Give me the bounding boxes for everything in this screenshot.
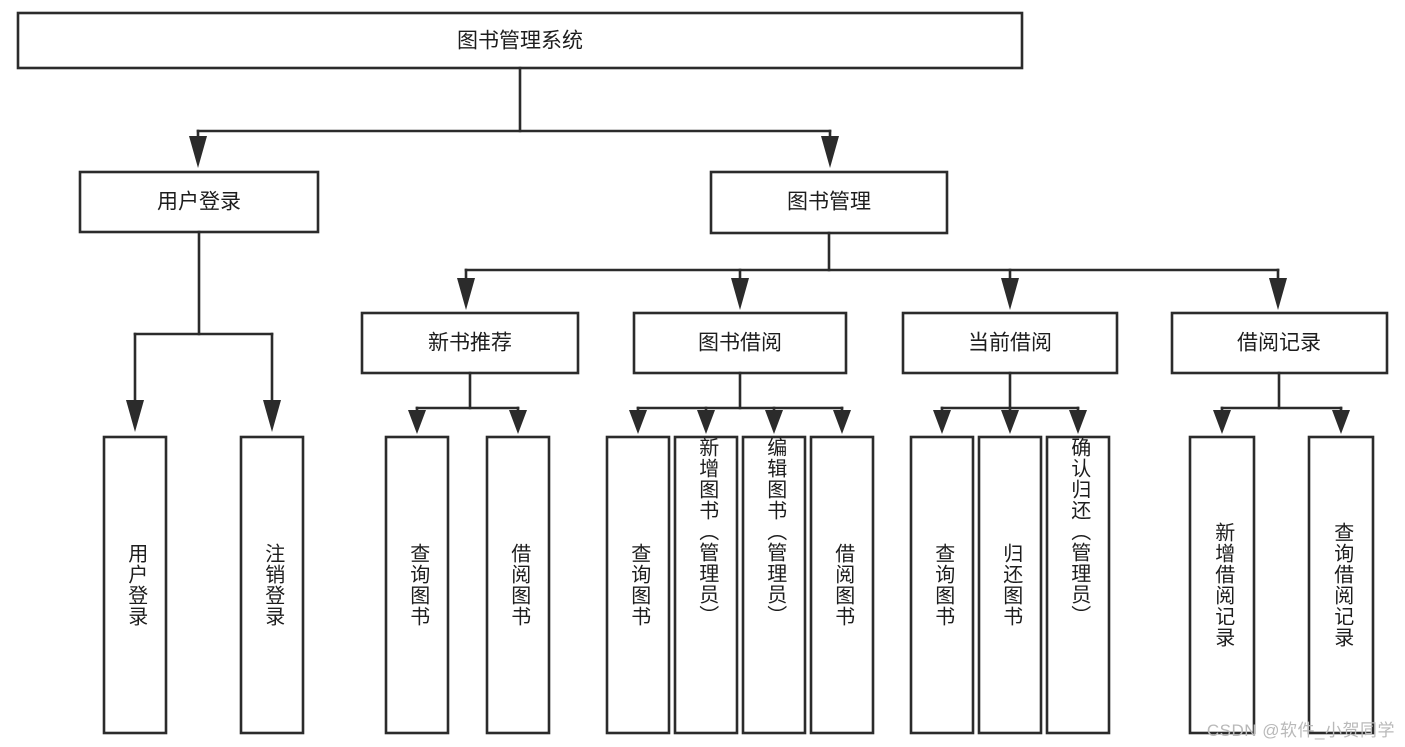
arrowhead-current-leaf-2 xyxy=(1001,410,1019,434)
arrowhead-to-record xyxy=(1269,278,1287,310)
node-root[interactable]: 图书管理系统 xyxy=(16,11,1024,70)
node-root-box[interactable] xyxy=(16,11,1024,70)
arrowhead-recommend-leaf-1 xyxy=(408,410,426,434)
node-book-management-label: 图书管理 xyxy=(787,191,871,214)
node-book-management-box[interactable] xyxy=(709,170,949,235)
arrowhead-to-current xyxy=(1001,278,1019,310)
node-current-borrow-label: 当前借阅 xyxy=(968,332,1052,355)
arrowhead-root-to-bookmgmt xyxy=(821,136,839,168)
node-book-borrow-label: 图书借阅 xyxy=(698,332,782,355)
node-borrow-record[interactable]: 借阅记录 xyxy=(1170,311,1389,375)
node-current-borrow-box[interactable] xyxy=(901,311,1119,375)
arrowhead-to-recommend xyxy=(457,278,475,310)
leaf-box-record-1[interactable] xyxy=(1188,435,1256,735)
leaf-box-borrow-4[interactable] xyxy=(809,435,875,735)
arrowhead-borrow-leaf-4 xyxy=(833,410,851,434)
leaf-box-recommend-2[interactable] xyxy=(485,435,551,735)
leaf-box-borrow-3[interactable] xyxy=(741,435,807,735)
leaf-box-user-login-1[interactable] xyxy=(102,435,168,735)
arrowhead-record-leaf-1 xyxy=(1213,410,1231,434)
node-book-borrow-box[interactable] xyxy=(632,311,848,375)
node-current-borrow[interactable]: 当前借阅 xyxy=(901,311,1119,375)
arrowhead-current-leaf-3 xyxy=(1069,410,1087,434)
arrowhead-record-leaf-2 xyxy=(1332,410,1350,434)
leaf-box-current-1[interactable] xyxy=(909,435,975,735)
node-root-label: 图书管理系统 xyxy=(457,30,583,53)
leaf-box-current-2[interactable] xyxy=(977,435,1043,735)
leaf-box-user-login-2[interactable] xyxy=(239,435,305,735)
leaf-box-current-3[interactable] xyxy=(1045,435,1111,735)
node-user-login[interactable]: 用户登录 xyxy=(78,170,320,234)
node-book-borrow[interactable]: 图书借阅 xyxy=(632,311,848,375)
node-new-book-recommend-box[interactable] xyxy=(360,311,580,375)
csdn-watermark: CSDN @软件_小贺同学 xyxy=(1206,721,1395,740)
node-borrow-record-label: 借阅记录 xyxy=(1237,332,1321,355)
arrowhead-login-leaf-2 xyxy=(263,400,281,432)
arrowhead-root-to-login xyxy=(189,136,207,168)
arrowhead-borrow-leaf-3 xyxy=(765,410,783,434)
node-new-book-recommend[interactable]: 新书推荐 xyxy=(360,311,580,375)
arrowhead-borrow-leaf-2 xyxy=(697,410,715,434)
leaf-box-borrow-2[interactable] xyxy=(673,435,739,735)
leaf-box-recommend-1[interactable] xyxy=(384,435,450,735)
node-borrow-record-box[interactable] xyxy=(1170,311,1389,375)
arrowhead-current-leaf-1 xyxy=(933,410,951,434)
arrowhead-recommend-leaf-2 xyxy=(509,410,527,434)
leaf-box-record-2[interactable] xyxy=(1307,435,1375,735)
node-book-management[interactable]: 图书管理 xyxy=(709,170,949,235)
leaf-box-borrow-1[interactable] xyxy=(605,435,671,735)
arrowhead-borrow-leaf-1 xyxy=(629,410,647,434)
arrowhead-to-borrow xyxy=(731,278,749,310)
node-user-login-label: 用户登录 xyxy=(157,191,241,214)
node-new-book-recommend-label: 新书推荐 xyxy=(428,332,512,355)
arrowhead-login-leaf-1 xyxy=(126,400,144,432)
